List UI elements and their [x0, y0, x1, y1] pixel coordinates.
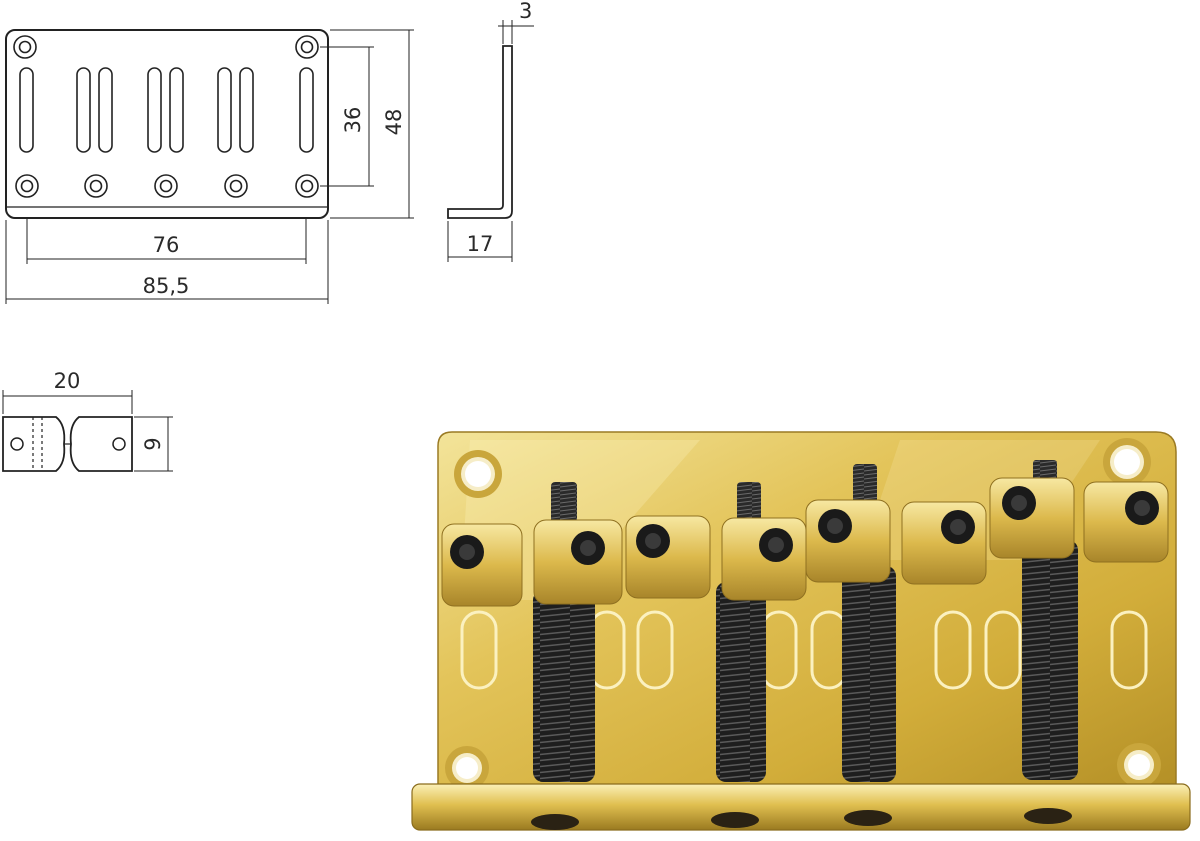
dimension-85-5-label: 85,5 — [143, 274, 190, 298]
dimension-76-label: 76 — [153, 233, 180, 257]
bridge-height-screw-2 — [737, 482, 761, 522]
plate-screw-hole-bottom-5 — [295, 174, 319, 198]
bridge-height-screw-4 — [1033, 460, 1057, 482]
plate-screw-hole-bottom-4 — [224, 174, 248, 198]
plate-screw-hole-bottom-2 — [84, 174, 108, 198]
dimension-48-label: 48 — [382, 109, 406, 136]
bridge-saddle-4 — [989, 477, 1169, 563]
dimension-17-label: 17 — [467, 232, 494, 256]
plate-screw-hole-top-left — [13, 35, 37, 59]
saddle-hole-right — [112, 437, 126, 451]
bridge-height-screw-3 — [853, 464, 877, 504]
dimension-9-label: 9 — [141, 437, 165, 450]
dimension-saddle-length: 20 — [2, 369, 133, 414]
saddle-right-half — [69, 416, 133, 472]
plate-slot-4a — [217, 67, 232, 153]
bridge-saddle-3 — [805, 499, 987, 585]
plate-slot-2a — [76, 67, 91, 153]
bridge-front-lip — [411, 783, 1191, 831]
bridge-photo — [411, 431, 1191, 831]
saddle-hole-left — [10, 437, 24, 451]
saddle-left-half — [2, 416, 66, 472]
bridge-mount-hole-top-left — [454, 450, 502, 498]
plate-top-view — [5, 29, 329, 219]
bridge-mount-hole-bottom-left — [445, 746, 489, 790]
plate-slot-4b — [239, 67, 254, 153]
bridge-spring-4 — [1022, 540, 1078, 780]
dimension-20-label: 20 — [54, 369, 81, 393]
bridge-saddle-1 — [441, 519, 623, 607]
saddle-drawing — [2, 416, 133, 472]
lip-string-hole — [844, 810, 892, 826]
dimension-overall-height: 48 — [330, 29, 414, 219]
bridge-mount-hole-top-right — [1103, 438, 1151, 486]
plate-screw-hole-top-right — [295, 35, 319, 59]
dimension-saddle-height: 9 — [134, 416, 173, 472]
bridge-saddle-2 — [625, 515, 807, 601]
plate-slot-1 — [19, 67, 34, 153]
plate-side-profile — [447, 45, 513, 219]
bridge-spring-3 — [842, 566, 896, 782]
plate-screw-hole-bottom-3 — [154, 174, 178, 198]
lip-string-hole — [1024, 808, 1072, 824]
dimension-36-label: 36 — [341, 107, 365, 134]
profile-outline — [447, 45, 513, 219]
lip-string-hole — [711, 812, 759, 828]
bridge-spring-2 — [716, 582, 766, 782]
dimension-3-label: 3 — [519, 0, 532, 23]
dimension-depth: 17 — [447, 221, 513, 262]
bridge-spring-1 — [533, 590, 595, 782]
dimension-hole-spacing-width: 76 — [26, 218, 307, 264]
dimension-hole-spacing-height: 36 — [320, 46, 374, 187]
plate-slot-5 — [299, 67, 314, 153]
bridge-mount-hole-bottom-right — [1117, 743, 1161, 787]
plate-slot-2b — [98, 67, 113, 153]
dimension-overall-width: 85,5 — [5, 220, 329, 304]
dimension-thickness: 3 — [498, 0, 534, 44]
lip-string-hole — [531, 814, 579, 830]
plate-slot-3a — [147, 67, 162, 153]
plate-outline — [5, 29, 329, 219]
plate-slot-3b — [169, 67, 184, 153]
plate-screw-hole-bottom-1 — [15, 174, 39, 198]
